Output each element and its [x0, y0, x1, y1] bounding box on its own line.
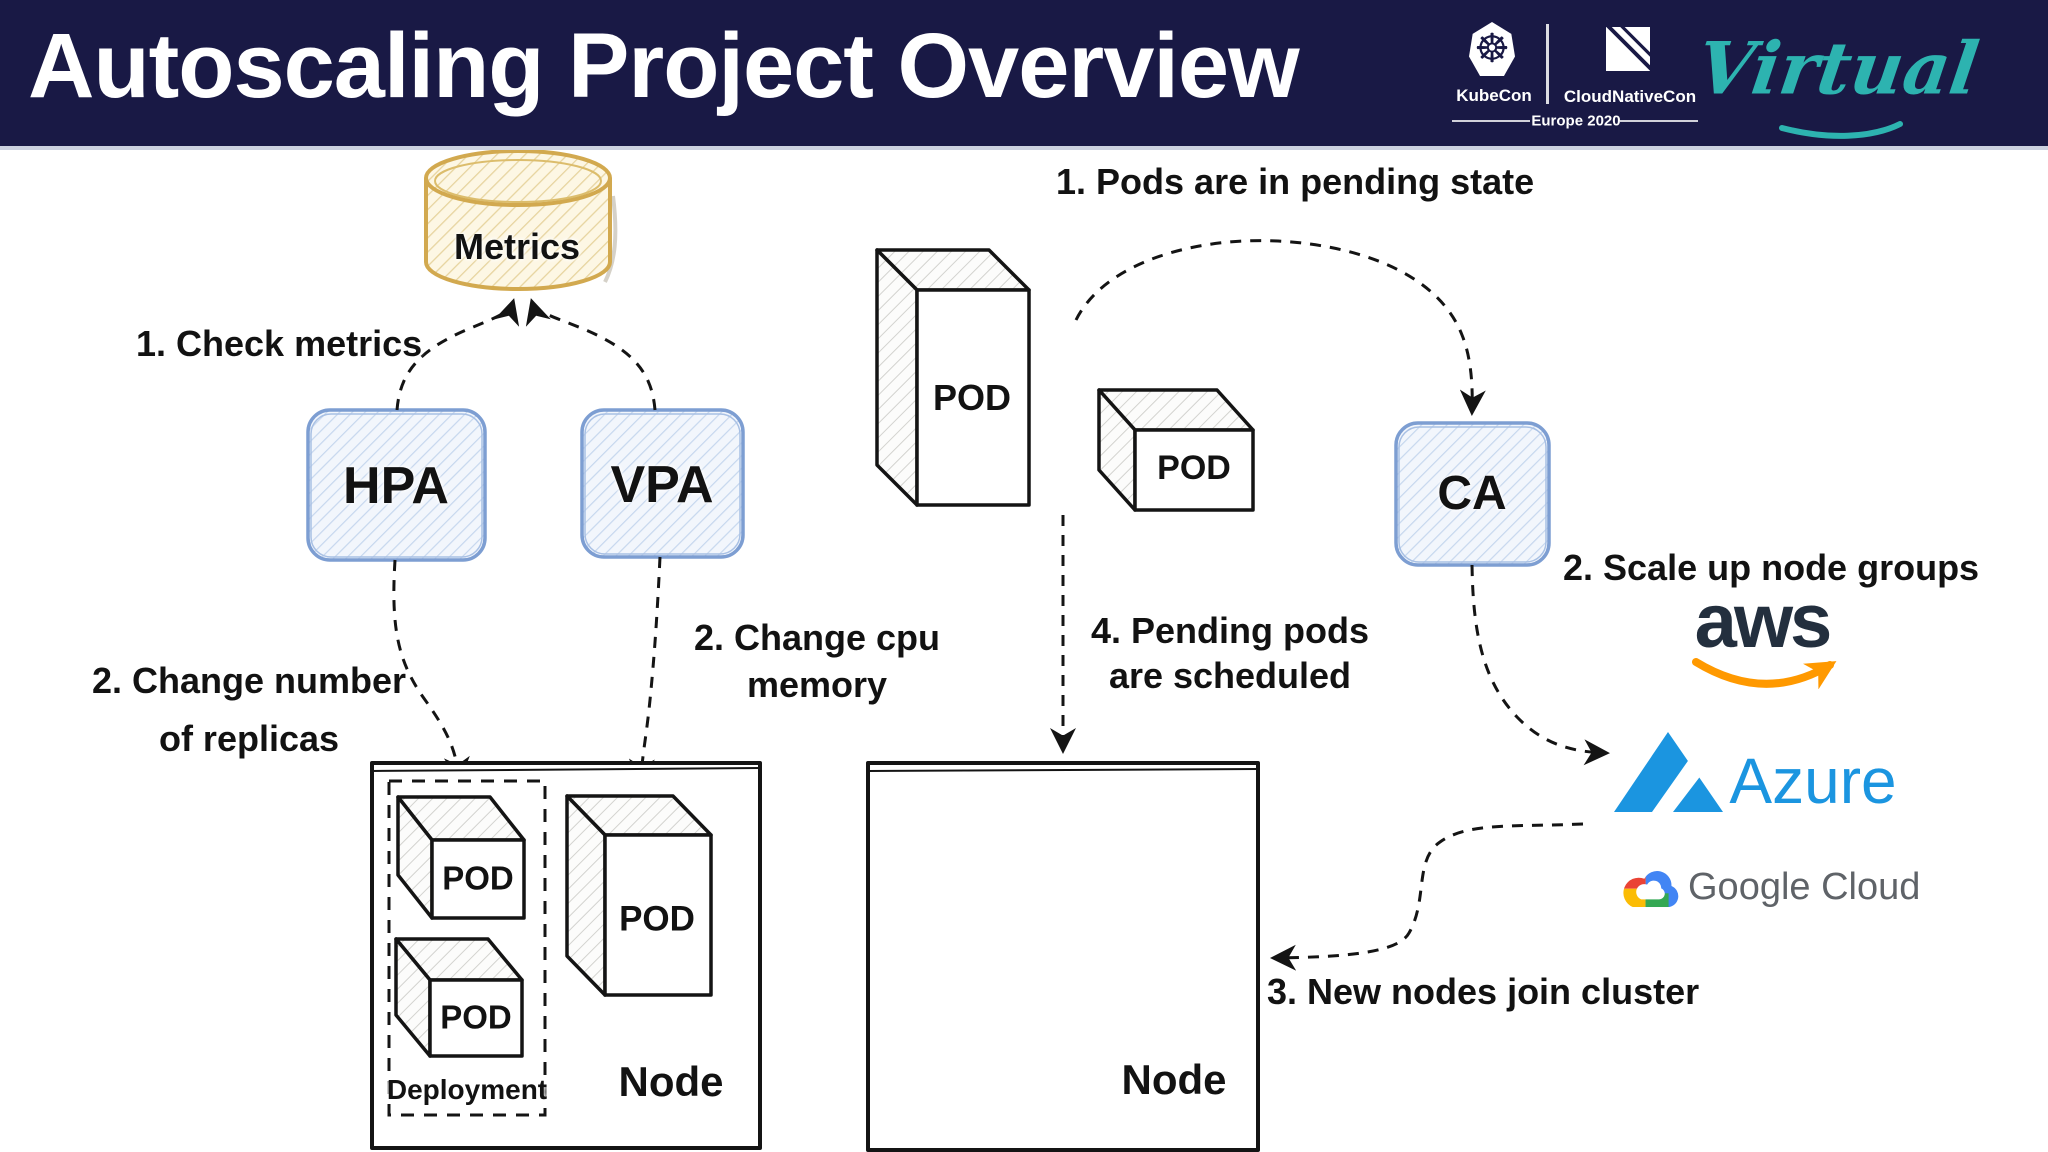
- vpa-box-sketch: [584, 413, 741, 555]
- kubernetes-wheel-icon: ☸: [1474, 26, 1510, 72]
- pod-cube-pending-small: [1097, 388, 1255, 512]
- annotation-check-metrics: 1. Check metrics: [136, 323, 423, 364]
- metrics-label: Metrics: [453, 226, 581, 267]
- logo-divider: [1546, 24, 1549, 104]
- page-title: Autoscaling Project Overview: [28, 15, 1300, 117]
- metrics-cylinder: [424, 149, 618, 291]
- pod-cube-pending-tall: [875, 248, 1031, 507]
- virtual-badge: Virtual: [1692, 25, 1984, 111]
- deployment-box: [387, 779, 547, 1117]
- flow-clouds-to-node: [1270, 822, 1584, 971]
- flow-ca-to-clouds: [1470, 564, 1610, 766]
- pod-label: POD: [440, 998, 512, 1036]
- annotation-pods-scheduled: 4. Pending pods are scheduled: [1090, 610, 1370, 696]
- edition-rule-left: [1452, 120, 1530, 122]
- vpa-label: VPA: [610, 456, 714, 514]
- hpa-box: [306, 408, 487, 562]
- cloudnativecon-label: CloudNativeCon: [1563, 87, 1697, 106]
- flow-pending-to-ca: [1074, 239, 1486, 416]
- flow-vpa-to-pod: [628, 556, 662, 785]
- annotation-scale-up: 2. Scale up node groups: [1563, 547, 1980, 588]
- pod-label: POD: [932, 377, 1012, 418]
- pod-label: POD: [619, 899, 695, 939]
- annotation-pods-pending: 1. Pods are in pending state: [1056, 161, 1535, 202]
- flow-hpa-to-metrics: [395, 298, 520, 411]
- aws-smile-icon: [1692, 658, 1837, 690]
- ca-box-sketch: [1398, 426, 1547, 563]
- edition-rule-right: [1620, 120, 1698, 122]
- annotation-change-cpu: 2. Change cpu memory: [693, 617, 941, 705]
- pod-label: POD: [442, 859, 514, 897]
- annotation-change-replicas: 2. Change number of replicas: [91, 660, 407, 759]
- pod-cube-node-big: [565, 794, 713, 997]
- pod-cube-deployment-2: [394, 937, 524, 1058]
- annotation-nodes-join: 3. New nodes join cluster: [1267, 971, 1700, 1012]
- cloudnativecon-logo-icon: [1606, 27, 1650, 71]
- kubecon-label: KubeCon: [1456, 86, 1532, 105]
- kubecon-logo-icon: ☸: [1469, 22, 1515, 76]
- hpa-label: HPA: [343, 457, 449, 515]
- hpa-box-sketch: [310, 413, 483, 558]
- flow-hpa-to-deployment: [392, 559, 470, 783]
- header-bar: Autoscaling Project Overview ☸ KubeCon C…: [0, 0, 2048, 150]
- pod-label: POD: [1157, 449, 1231, 487]
- node-box-right: [866, 761, 1260, 1152]
- ca-label: CA: [1437, 467, 1507, 520]
- pod-cube-deployment-1: [396, 795, 526, 920]
- flow-vpa-to-metrics: [525, 298, 657, 411]
- node-label: Node: [1121, 1056, 1227, 1103]
- deployment-label: Deployment: [386, 1074, 548, 1105]
- event-edition: Europe 2020: [1531, 112, 1621, 130]
- aws-logo-text: aws: [1694, 579, 1833, 664]
- google-cloud-logo-text: Google Cloud: [1688, 866, 1921, 908]
- azure-logo-icon: [1614, 732, 1723, 812]
- azure-logo-text: Azure: [1729, 745, 1897, 817]
- node-label: Node: [618, 1058, 724, 1105]
- vpa-box: [580, 408, 745, 559]
- google-cloud-icon: [1623, 871, 1679, 908]
